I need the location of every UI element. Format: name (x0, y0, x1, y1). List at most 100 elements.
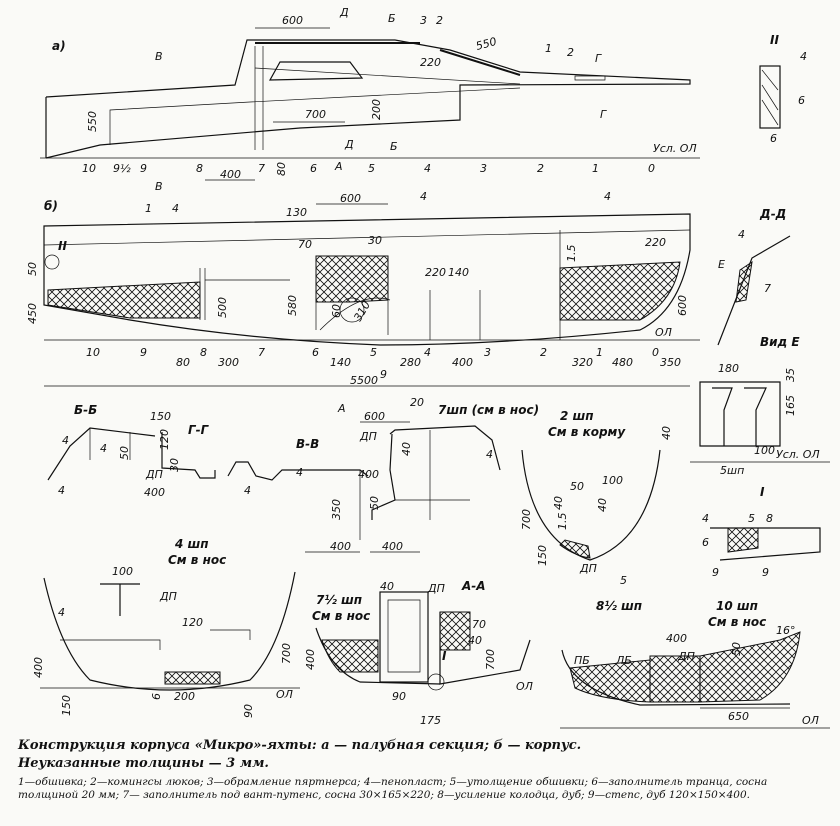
view-b-station-5: 5 (370, 346, 377, 359)
frame-7-mark: А (337, 402, 346, 415)
view-e-dim-100: 100 (754, 444, 775, 457)
detail-ii-dim-6: 6 (770, 132, 777, 145)
detail-i: I 4 5 8 6 9 9 (702, 485, 821, 579)
caption-subtitle: Неуказанные толщины — 3 мм. (18, 756, 269, 771)
view-b-hull: б) ОЛ 10 9 8 7 6 5 4 3 2 1 0 130 600 7 (26, 190, 700, 387)
frame-7-dim-50: 50 (368, 496, 381, 510)
view-b-station-0: 0 (652, 346, 659, 359)
view-b-dim-310: 310 (351, 299, 373, 324)
view-a-dim-600: 600 (282, 14, 303, 27)
frame-7-5-dim-90: 90 (392, 690, 406, 703)
view-a-station-7: 7 (258, 162, 265, 175)
view-a-mark-v-lower: В (155, 180, 163, 193)
frame-10-dim-16deg: 16° (776, 624, 796, 637)
view-a-callout-2b: 2 (567, 46, 574, 59)
frame-7-dp: ДП (359, 430, 377, 443)
section-dd-title: Д-Д (759, 207, 786, 221)
view-a-dim-220: 220 (420, 56, 441, 69)
section-bb-title: Б-Б (74, 403, 97, 417)
section-aa-waterline: ОЛ (516, 680, 533, 693)
section-vv-dim-400: 400 (330, 540, 351, 553)
view-b-dim-320: 320 (572, 356, 593, 369)
view-a-station-5: 5 (368, 162, 375, 175)
frame-7-5-subtitle: См в нос (312, 609, 370, 623)
section-bb-dim-50: 50 (118, 446, 131, 460)
view-a-mark-g: Г (595, 52, 602, 65)
frame-2-callout-5: 5 (620, 574, 627, 587)
view-a-mark-d-lower: Д (344, 138, 354, 151)
frame-4-dim-150: 150 (60, 695, 73, 716)
view-a-letter: а) (52, 39, 66, 53)
section-dd-callout-7: 7 (764, 282, 771, 295)
view-b-stations: 10 9 8 7 6 5 4 3 2 1 0 (86, 346, 659, 359)
frame-4-dim-100: 100 (112, 565, 133, 578)
view-a-station-9: 9 (140, 162, 147, 175)
view-b-station-8: 8 (200, 346, 207, 359)
view-b-dim-400: 400 (452, 356, 473, 369)
frame-2-dim-40c: 40 (596, 498, 609, 512)
view-b-dim-1-5: 1.5 (565, 245, 578, 263)
view-e-dim-35: 35 (784, 368, 797, 382)
view-a-station-8: 8 (196, 162, 203, 175)
view-a-stations: 10 9½ 9 8 7 6 5 4 3 2 1 0 (82, 162, 655, 175)
view-b-detail-mark: II (58, 239, 67, 253)
view-a-station-3: 3 (480, 162, 487, 175)
frame-2-dim-40a: 40 (660, 426, 673, 440)
section-vv-dim-4a: 4 (244, 484, 251, 497)
detail-ii-dim-4: 4 (800, 50, 807, 63)
frame-2-title: 2 шп (560, 409, 594, 423)
frame-8-5-dim-400: 400 (666, 632, 687, 645)
section-bb-dim-150: 150 (150, 410, 171, 423)
frame-7-dim-400: 400 (358, 468, 379, 481)
frame-8-5-label-pb: ПБ (574, 654, 590, 667)
frame-8-5-title: 8½ шп (596, 599, 642, 613)
view-a-station-9-5: 9½ (113, 162, 131, 175)
view-b-station-1: 1 (596, 346, 603, 359)
view-b-dim-140: 140 (330, 356, 351, 369)
section-bb-dim-4b: 4 (62, 434, 69, 447)
view-a-mark-d: Д (339, 6, 349, 19)
detail-ii-transom: II 4 6 6 (759, 33, 807, 145)
detail-ii-callout-6: 6 (798, 94, 805, 107)
section-aa-dim-40: 40 (468, 634, 482, 647)
section-bb-dim-4c: 4 (58, 484, 65, 497)
section-dd-view-mark: Е (718, 258, 725, 271)
view-a-mark-g-lower: Г (600, 108, 607, 121)
frame-10-subtitle: См в нос (708, 615, 766, 629)
view-b-dim-60: 60 (330, 304, 343, 318)
view-b-station-3: 3 (484, 346, 491, 359)
section-aa-title: А-А (461, 579, 486, 593)
section-dd: Д-Д 4 7 Е (717, 207, 791, 346)
frame-7-dim-400b: 400 (382, 540, 403, 553)
detail-i-dim-4: 4 (702, 512, 709, 525)
view-a-mark-b-lower: Б (390, 140, 398, 153)
view-a-station-0: 0 (648, 162, 655, 175)
frame-4: 4 шп См в нос 100 4 120 400 150 200 6 90… (32, 537, 300, 718)
view-a-dim-550: 550 (474, 35, 498, 53)
detail-i-dim-9b: 9 (762, 566, 769, 579)
foam-mid (315, 255, 389, 303)
frame-7: 7шп (см в нос) А 600 20 40 400 50 400 4 … (337, 396, 539, 553)
foam-stern (47, 281, 201, 319)
frame-2-dp: ДП (579, 562, 597, 575)
frame-8-5: 8½ шп ПБ ЛБ 400 ДП (561, 599, 791, 706)
section-vv-dim-4b: 4 (296, 466, 303, 479)
frame-7-5: 7½ шп См в нос 40 400 90 175 ДП I (304, 580, 447, 727)
view-b-dim-30: 30 (368, 234, 382, 247)
detail-ii-title: II (770, 33, 779, 47)
frame-2: 2 шп См в корму 40 50 100 40 40 700 150 … (520, 409, 673, 587)
view-b-dim-5500: 5500 (350, 374, 378, 387)
view-a-station-6: 6 (310, 162, 317, 175)
frame-7-5-dim-400: 400 (304, 649, 317, 670)
view-b-letter: б) (44, 199, 58, 213)
view-b-callout-4b: 4 (420, 190, 427, 203)
section-gg-dim-400: 400 (144, 486, 165, 499)
frame-7-5-dp: ДП (427, 582, 445, 595)
frame-7-dim-600: 600 (364, 410, 385, 423)
frame-4-subtitle: См в нос (168, 553, 226, 567)
detail-i-dim-8: 8 (766, 512, 773, 525)
detail-i-dim-5: 5 (748, 512, 755, 525)
frame-2-dim-1-5: 1.5 (556, 513, 569, 531)
view-a-callout-2: 2 (436, 14, 443, 27)
